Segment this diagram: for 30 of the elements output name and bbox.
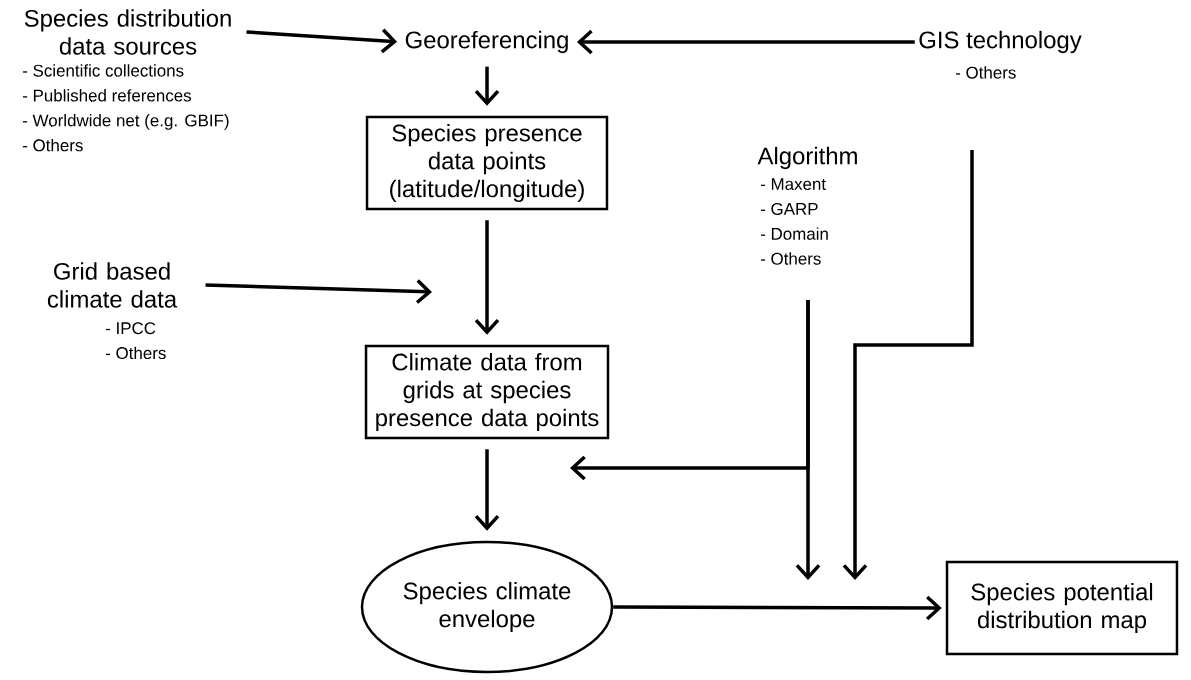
arrow <box>576 29 915 55</box>
process-box: Climate data from grids at species presence data points <box>364 344 610 440</box>
node-label: - Others <box>760 252 821 265</box>
process-box: Species presence data points (latitude/longitude) <box>365 115 609 211</box>
node-label: - GARP <box>760 202 818 215</box>
arrow <box>205 279 432 304</box>
arrow <box>474 449 500 531</box>
arrow <box>795 300 821 580</box>
node-label: - Scientific collections <box>22 64 184 77</box>
arrow <box>474 66 500 106</box>
item-list: - IPCC - Others <box>105 322 166 360</box>
ellipse-node: Species climate envelope <box>360 540 614 674</box>
node-label: - Maxent <box>760 178 826 191</box>
item-list: - Maxent - GARP - Domain - Others <box>760 178 828 265</box>
arrow <box>842 150 974 580</box>
node-label: Algorithm <box>757 146 857 170</box>
node-label: - Others <box>22 138 83 152</box>
arrow <box>474 220 500 335</box>
item-list: - Others <box>955 66 1016 79</box>
node-label: Species distribution data sources <box>24 9 231 55</box>
item-list: - Scientific collections - Published references - Worldwide net (e.g. GBIF) - Others <box>22 64 229 152</box>
process-box: Species potential distribution map <box>945 560 1179 656</box>
arrow <box>613 595 942 621</box>
node-label: - Domain <box>760 227 828 240</box>
node-label: Georeferencing <box>405 30 568 54</box>
node-label: Grid based climate data <box>47 262 178 308</box>
node-label: - Published references <box>22 89 192 102</box>
node-label: - Worldwide net (e.g. GBIF) <box>22 114 229 130</box>
arrow <box>246 28 398 54</box>
node-label: GIS technology <box>919 30 1082 54</box>
